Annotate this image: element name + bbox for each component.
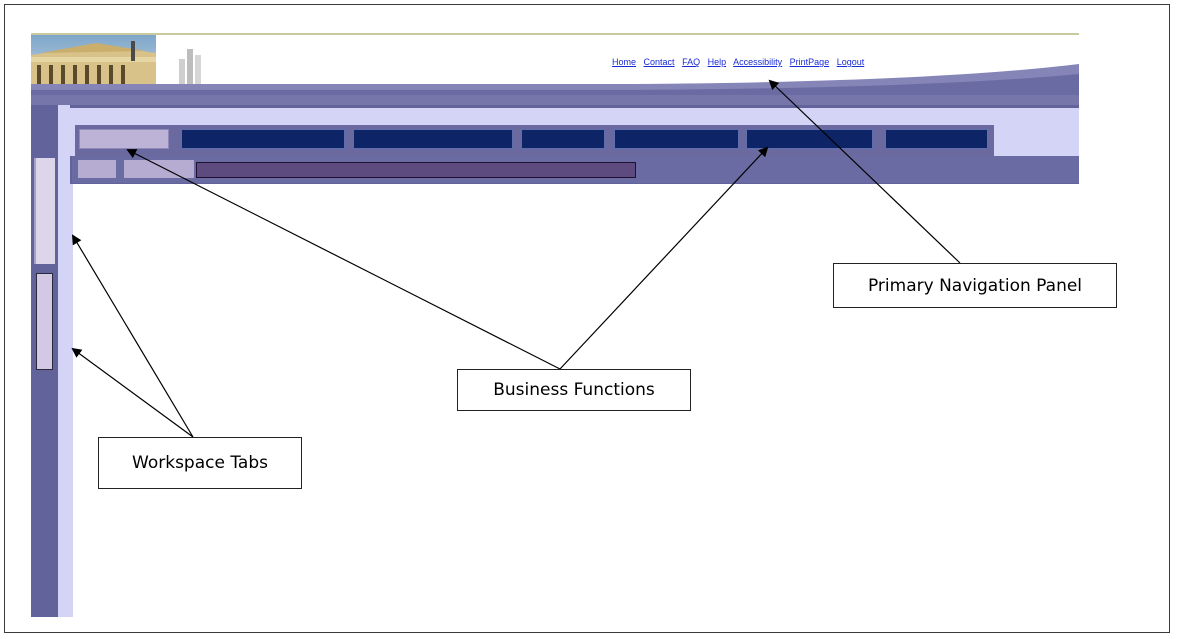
business-function-tab[interactable] — [521, 129, 605, 149]
printpage-link[interactable]: PrintPage — [789, 57, 830, 67]
business-function-tab[interactable] — [885, 129, 988, 149]
workspace-tab-arrow-lower — [71, 347, 194, 438]
left-rail-inner — [58, 184, 73, 617]
workspace-tab[interactable] — [34, 158, 55, 264]
business-function-tab[interactable] — [614, 129, 739, 149]
sub-function-bar[interactable] — [196, 162, 636, 178]
primary-navigation-callout: Primary Navigation Panel — [833, 263, 1117, 308]
business-functions-callout: Business Functions — [457, 369, 691, 411]
workspace-tabs-callout: Workspace Tabs — [98, 437, 302, 489]
business-function-tab-active[interactable] — [79, 129, 169, 149]
accessibility-link[interactable]: Accessibility — [733, 57, 783, 67]
header-top-rule — [31, 33, 1079, 35]
tower-watermark-icon — [175, 45, 205, 87]
contact-link[interactable]: Contact — [643, 57, 675, 67]
business-function-tab[interactable] — [746, 129, 873, 149]
primary-nav-arrow — [768, 79, 961, 264]
business-function-tab[interactable] — [181, 129, 345, 149]
sub-function-tab[interactable] — [78, 160, 116, 178]
business-function-arrow-right — [559, 146, 769, 370]
navigation-band-top — [31, 95, 1079, 105]
home-link[interactable]: Home — [612, 57, 637, 67]
building-logo-image — [31, 35, 156, 91]
header-swoosh — [31, 64, 1079, 98]
business-function-arrow-left — [126, 149, 561, 370]
sub-function-tab[interactable] — [124, 160, 194, 178]
left-rail-inner-top — [58, 105, 70, 184]
workspace-tab[interactable] — [36, 273, 53, 370]
help-link[interactable]: Help — [707, 57, 727, 67]
primary-navigation-panel: Home Contact FAQ Help Accessibility Prin… — [612, 57, 869, 67]
faq-link[interactable]: FAQ — [682, 57, 701, 67]
business-function-tab[interactable] — [353, 129, 513, 149]
logout-link[interactable]: Logout — [836, 57, 865, 67]
workspace-tab-arrow-upper — [71, 234, 194, 438]
